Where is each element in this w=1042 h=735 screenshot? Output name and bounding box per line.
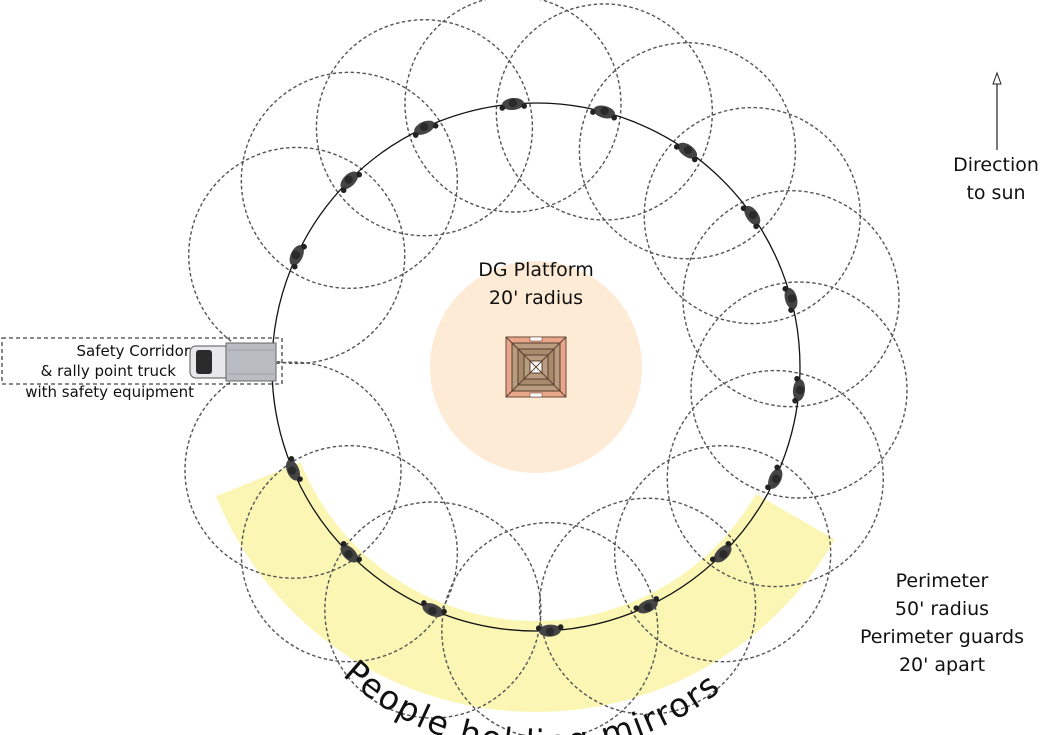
guard-coverage-circle <box>404 0 622 213</box>
guard-figure <box>289 243 307 270</box>
guard-coverage-circle <box>315 19 534 237</box>
guard-figure <box>499 97 528 111</box>
guard-coverage-circle <box>538 497 757 715</box>
rally-point-truck-icon <box>189 342 277 382</box>
guard-coverage-circle <box>613 444 832 663</box>
platform-subtitle: 20' radius <box>489 287 583 309</box>
perimeter-label-line4: 20' apart <box>899 654 985 676</box>
guard-figure <box>340 171 363 194</box>
guard-figure <box>340 540 363 563</box>
guard-figure <box>590 105 617 121</box>
platform-icon <box>505 336 567 398</box>
guard-figure <box>782 286 798 313</box>
guard-coverage-circle <box>578 42 797 260</box>
guard-coverage-circle <box>188 146 406 365</box>
perimeter-label-line2: 50' radius <box>895 598 989 620</box>
sun-label-line1: Direction <box>953 154 1039 176</box>
guard-figure <box>792 375 806 404</box>
guard-coverage-circle <box>682 189 900 408</box>
mirror-band <box>216 462 835 712</box>
guard-figure <box>740 205 761 230</box>
guard-coverage-circle <box>240 71 459 290</box>
guard-figure <box>412 120 439 138</box>
sun-label-line2: to sun <box>966 182 1025 204</box>
safety-corridor-box <box>1 337 283 385</box>
guard-figure <box>285 456 303 482</box>
perimeter-guards <box>285 97 806 637</box>
corridor-label-line1: Safety Corridor <box>76 342 190 360</box>
sun-direction-arrow <box>992 71 1002 150</box>
corridor-label-line2: & rally point truck <box>41 362 177 380</box>
guard-figure <box>709 540 732 563</box>
guard-figure <box>535 624 564 637</box>
perimeter-label-line3: Perimeter guards <box>860 626 1024 648</box>
corridor-label-line3: with safety equipment <box>25 383 194 401</box>
guard-figure <box>633 596 660 614</box>
guard-coverage-circle <box>495 3 714 221</box>
guard-coverage-circle <box>690 281 908 499</box>
guard-figure <box>421 600 447 618</box>
guard-coverage-circle <box>324 501 542 719</box>
guard-figure <box>765 464 783 491</box>
guard-figure <box>673 142 698 163</box>
perimeter-label-line1: Perimeter <box>896 570 989 592</box>
guard-coverage-circle <box>441 521 659 735</box>
guard-coverage-circle <box>184 361 402 579</box>
guard-coverage-circle <box>240 444 459 663</box>
guard-coverage-circle <box>666 369 884 588</box>
platform-title: DG Platform <box>478 259 594 281</box>
guard-coverage-circles <box>184 0 908 735</box>
